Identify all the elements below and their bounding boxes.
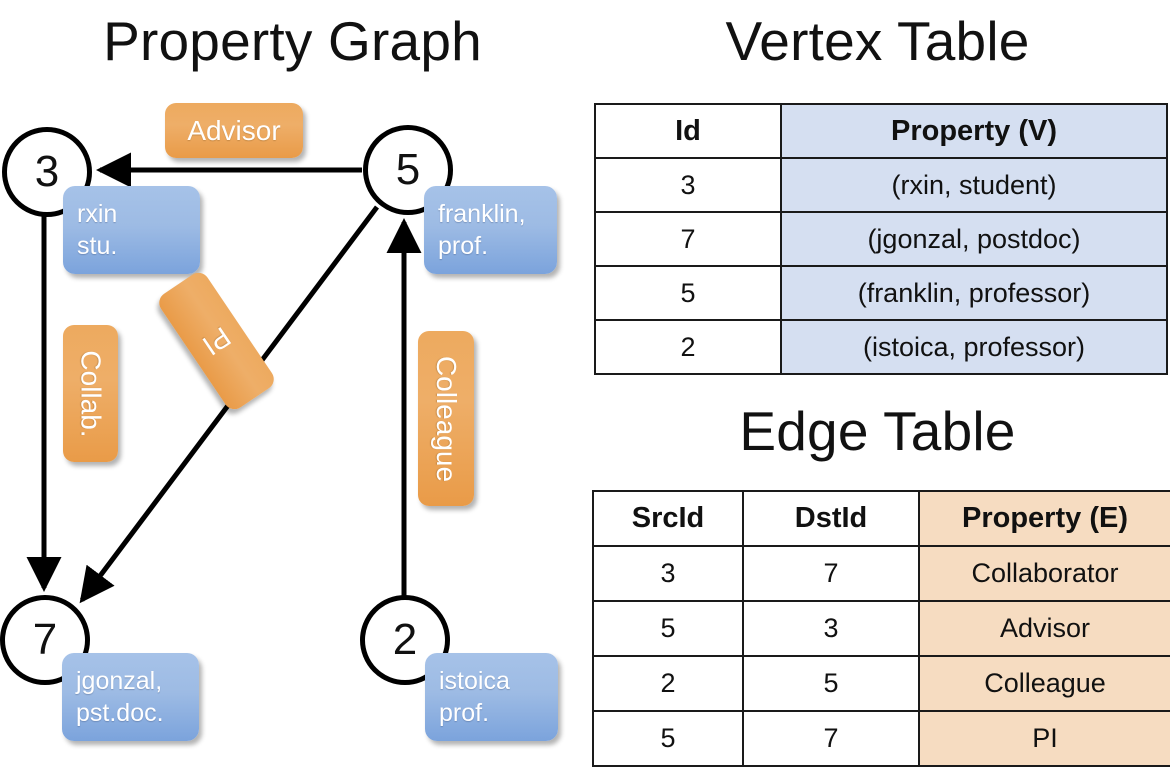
cell-dstid: 7 [742, 710, 920, 767]
table-row[interactable]: 5 7 PI [592, 710, 1170, 767]
vertex-property-name: istoica [439, 667, 510, 695]
vertex-property-role: stu. [77, 232, 118, 260]
edge-table: SrcId DstId Property (E) 3 7 Collaborato… [592, 490, 1170, 767]
cell-property: (istoica, professor) [780, 319, 1168, 375]
vertex-table: Id Property (V) 3 (rxin, student) 7 (jgo… [594, 103, 1168, 375]
vertex-property-name: franklin, [438, 200, 526, 228]
cell-id: 7 [594, 211, 782, 267]
graph-vertex-2[interactable]: 2 [360, 595, 450, 685]
vertex-property-role: pst.doc. [76, 699, 164, 727]
vertex-property-role: prof. [438, 232, 489, 260]
table-row[interactable]: 5 (franklin, professor) [594, 265, 1168, 321]
table-row[interactable]: 5 3 Advisor [592, 600, 1170, 657]
vertex-id-label: 2 [392, 615, 418, 664]
column-header-property-v: Property (V) [780, 103, 1168, 159]
cell-property: (rxin, student) [780, 157, 1168, 213]
vertex-table-title: Vertex Table [725, 10, 1030, 72]
table-row[interactable]: 2 (istoica, professor) [594, 319, 1168, 375]
cell-property: (jgonzal, postdoc) [780, 211, 1168, 267]
column-header-srcid: SrcId [592, 490, 744, 547]
table-header-row: SrcId DstId Property (E) [592, 490, 1170, 547]
edge-label-text: PI [197, 321, 237, 362]
vertex-property-name: rxin [77, 200, 118, 228]
vertex-property-box-3[interactable]: rxin stu. [63, 186, 200, 274]
property-graph-title: Property Graph [103, 10, 482, 72]
vertex-id-label: 3 [34, 147, 60, 196]
cell-property: PI [918, 710, 1170, 767]
cell-id: 5 [594, 265, 782, 321]
cell-dstid: 7 [742, 545, 920, 602]
vertex-property-box-2[interactable]: istoica prof. [425, 653, 558, 741]
column-header-dstid: DstId [742, 490, 920, 547]
table-header-row: Id Property (V) [594, 103, 1168, 159]
cell-property: Collaborator [918, 545, 1170, 602]
cell-property: (franklin, professor) [780, 265, 1168, 321]
edge-label-advisor[interactable]: Advisor [165, 103, 303, 158]
edge-label-text: Colleague [431, 355, 463, 482]
table-row[interactable]: 2 5 Colleague [592, 655, 1170, 712]
edge-label-collab[interactable]: Collab. [63, 325, 118, 462]
cell-srcid: 3 [592, 545, 744, 602]
vertex-property-name: jgonzal, [76, 667, 163, 695]
cell-dstid: 3 [742, 600, 920, 657]
cell-srcid: 5 [592, 600, 744, 657]
table-row[interactable]: 7 (jgonzal, postdoc) [594, 211, 1168, 267]
cell-srcid: 5 [592, 710, 744, 767]
table-row[interactable]: 3 (rxin, student) [594, 157, 1168, 213]
edge-label-text: Advisor [187, 114, 281, 146]
cell-dstid: 5 [742, 655, 920, 712]
edge-table-title: Edge Table [739, 400, 1016, 462]
cell-property: Advisor [918, 600, 1170, 657]
vertex-id-label: 7 [32, 615, 58, 664]
cell-srcid: 2 [592, 655, 744, 712]
edge-label-text: Collab. [75, 349, 107, 438]
cell-id: 2 [594, 319, 782, 375]
cell-property: Colleague [918, 655, 1170, 712]
edge-label-colleague[interactable]: Colleague [418, 331, 474, 506]
vertex-property-role: prof. [439, 699, 490, 727]
column-header-id: Id [594, 103, 782, 159]
vertex-property-box-5[interactable]: franklin, prof. [424, 186, 557, 274]
table-row[interactable]: 3 7 Collaborator [592, 545, 1170, 602]
graph-vertex-5[interactable]: 5 [363, 125, 453, 215]
column-header-property-e: Property (E) [918, 490, 1170, 547]
cell-id: 3 [594, 157, 782, 213]
vertex-id-label: 5 [395, 145, 421, 194]
vertex-property-box-7[interactable]: jgonzal, pst.doc. [62, 653, 199, 741]
